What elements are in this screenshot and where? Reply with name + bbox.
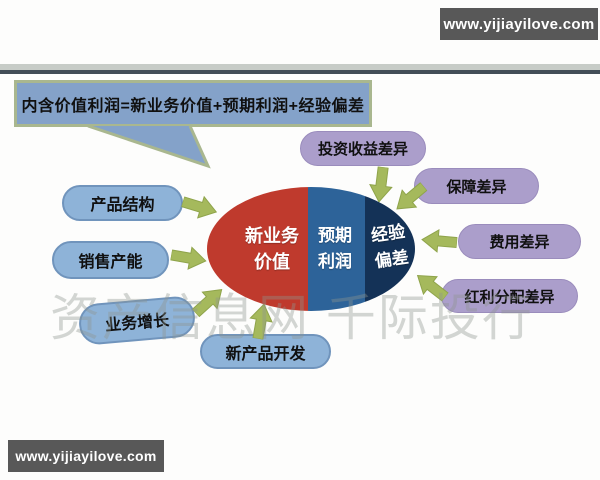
factor-pill-product-structure: 产品结构 xyxy=(62,185,183,221)
segment-label-line: 利润 xyxy=(318,252,352,271)
segment-label-new-business-value: 新业务 价值 xyxy=(222,223,322,275)
factor-pill-sales-capacity: 销售产能 xyxy=(52,241,169,279)
top-right-site-watermark: www.yijiayilove.com xyxy=(440,8,598,40)
factor-pill-business-growth: 业务增长 xyxy=(77,295,197,346)
formula-callout: 内含价值利润=新业务价值+预期利润+经验偏差 xyxy=(14,80,372,127)
segment-label-line: 价值 xyxy=(254,252,290,272)
segment-label-line: 预期 xyxy=(318,226,352,245)
callout-tail-icon xyxy=(87,124,211,169)
factor-pill-investment-return-variance: 投资收益差异 xyxy=(300,131,426,166)
factor-pill-dividend-allocation-variance: 红利分配差异 xyxy=(441,279,578,313)
segment-label-expected-profit: 预期 利润 xyxy=(307,223,363,275)
divider-rule-light xyxy=(0,64,600,70)
segment-expected-profit xyxy=(308,187,365,311)
segment-label-experience-variance: 经验 偏差 xyxy=(360,217,415,276)
factor-pill-protection-variance: 保障差异 xyxy=(414,168,539,204)
arrow-icon-expense-variance xyxy=(420,227,458,254)
segment-experience-variance xyxy=(365,187,415,311)
divider-rule-dark xyxy=(0,70,600,74)
arrow-icon-new-product-development xyxy=(246,301,276,341)
arrow-icon-sales-capacity xyxy=(169,243,209,273)
segment-new-business-value xyxy=(207,187,308,311)
value-ellipse: 新业务 价值 预期 利润 经验 偏差 xyxy=(207,187,415,311)
bottom-left-site-watermark: www.yijiayilove.com xyxy=(8,440,164,472)
factor-pill-new-product-development: 新产品开发 xyxy=(200,334,331,369)
segment-label-line: 新业务 xyxy=(245,226,299,246)
arrow-icon-dividend-allocation-variance xyxy=(409,265,452,306)
factor-pill-expense-variance: 费用差异 xyxy=(458,224,581,259)
